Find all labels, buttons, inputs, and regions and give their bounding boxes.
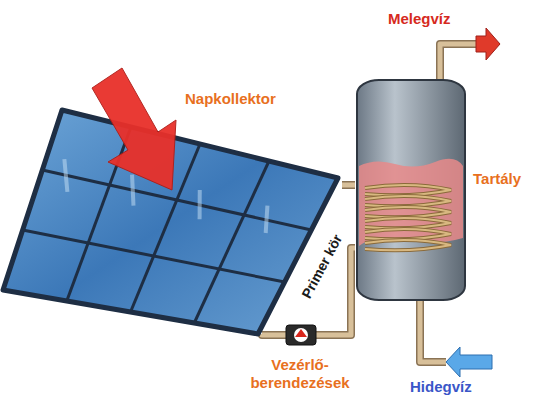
collector-grid xyxy=(194,161,269,323)
solar-collector-drawing xyxy=(0,0,342,336)
cold-water-label: Hidegvíz xyxy=(410,378,472,396)
heat-exchanger-coil xyxy=(365,229,451,239)
glass-reflection xyxy=(198,190,202,219)
glass-reflection xyxy=(64,159,67,192)
heat-exchanger-coil xyxy=(365,229,451,239)
pipe-connector xyxy=(342,185,355,186)
heat-exchanger-coil xyxy=(365,207,451,217)
collector-grid xyxy=(23,230,285,282)
node-label: Napkollektor xyxy=(185,90,276,108)
heat-exchanger-coil xyxy=(365,196,451,206)
node-label: Tartály xyxy=(473,170,521,188)
heat-exchanger-coil xyxy=(365,218,451,228)
glass-reflection xyxy=(266,206,268,233)
heat-exchanger-coil xyxy=(365,240,451,250)
heat-exchanger-coil xyxy=(365,240,451,250)
heated-zone xyxy=(359,159,463,246)
tank-body xyxy=(357,80,465,300)
hot-water-label: Melegvíz xyxy=(388,10,451,28)
heat-exchanger-coil xyxy=(365,185,451,195)
heat-exchanger-coil xyxy=(365,207,451,217)
heat-exchanger-coil xyxy=(365,196,451,206)
cold-water-pipe xyxy=(420,300,446,362)
pump-symbol xyxy=(286,325,316,345)
controller-label: Vezérlő- berendezések xyxy=(244,356,356,392)
heat-exchanger-coil xyxy=(365,218,451,228)
cold-water-arrow xyxy=(446,347,492,377)
solar-collector: Napkollektor xyxy=(0,0,342,336)
hot-water-arrow xyxy=(476,28,500,60)
glass-reflection xyxy=(132,175,133,206)
storage-tank-drawing xyxy=(355,78,467,303)
hot-water-pipe xyxy=(440,44,478,80)
collector-grid xyxy=(42,170,311,230)
collector-grid xyxy=(67,127,131,301)
storage-tank: Tartály xyxy=(355,78,467,303)
heat-exchanger-coil xyxy=(365,185,451,195)
sunlight-arrow xyxy=(92,68,176,190)
